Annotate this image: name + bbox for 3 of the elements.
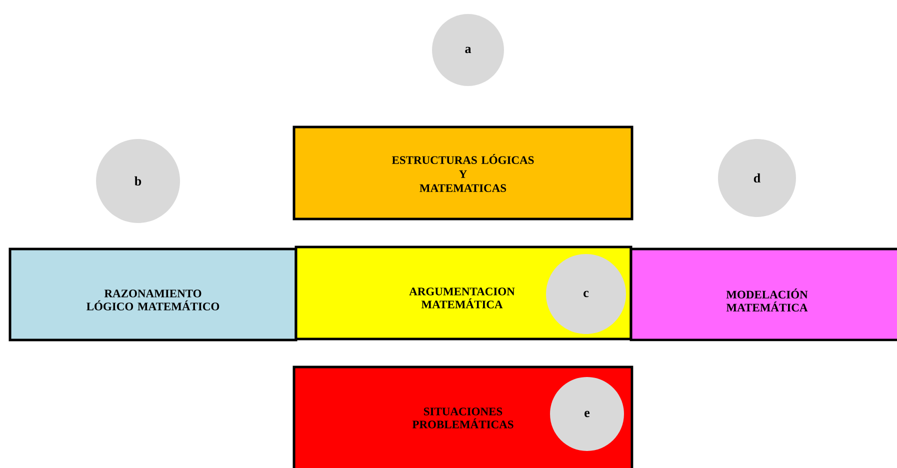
concept-box: ESTRUCTURAS LÓGICAS Y MATEMATICAS bbox=[292, 126, 634, 220]
concept-box: RAZONAMIENTO LÓGICO MATEMÁTICO bbox=[8, 248, 298, 342]
concept-box: MODELACIÓN MATEMÁTICA bbox=[630, 248, 897, 342]
